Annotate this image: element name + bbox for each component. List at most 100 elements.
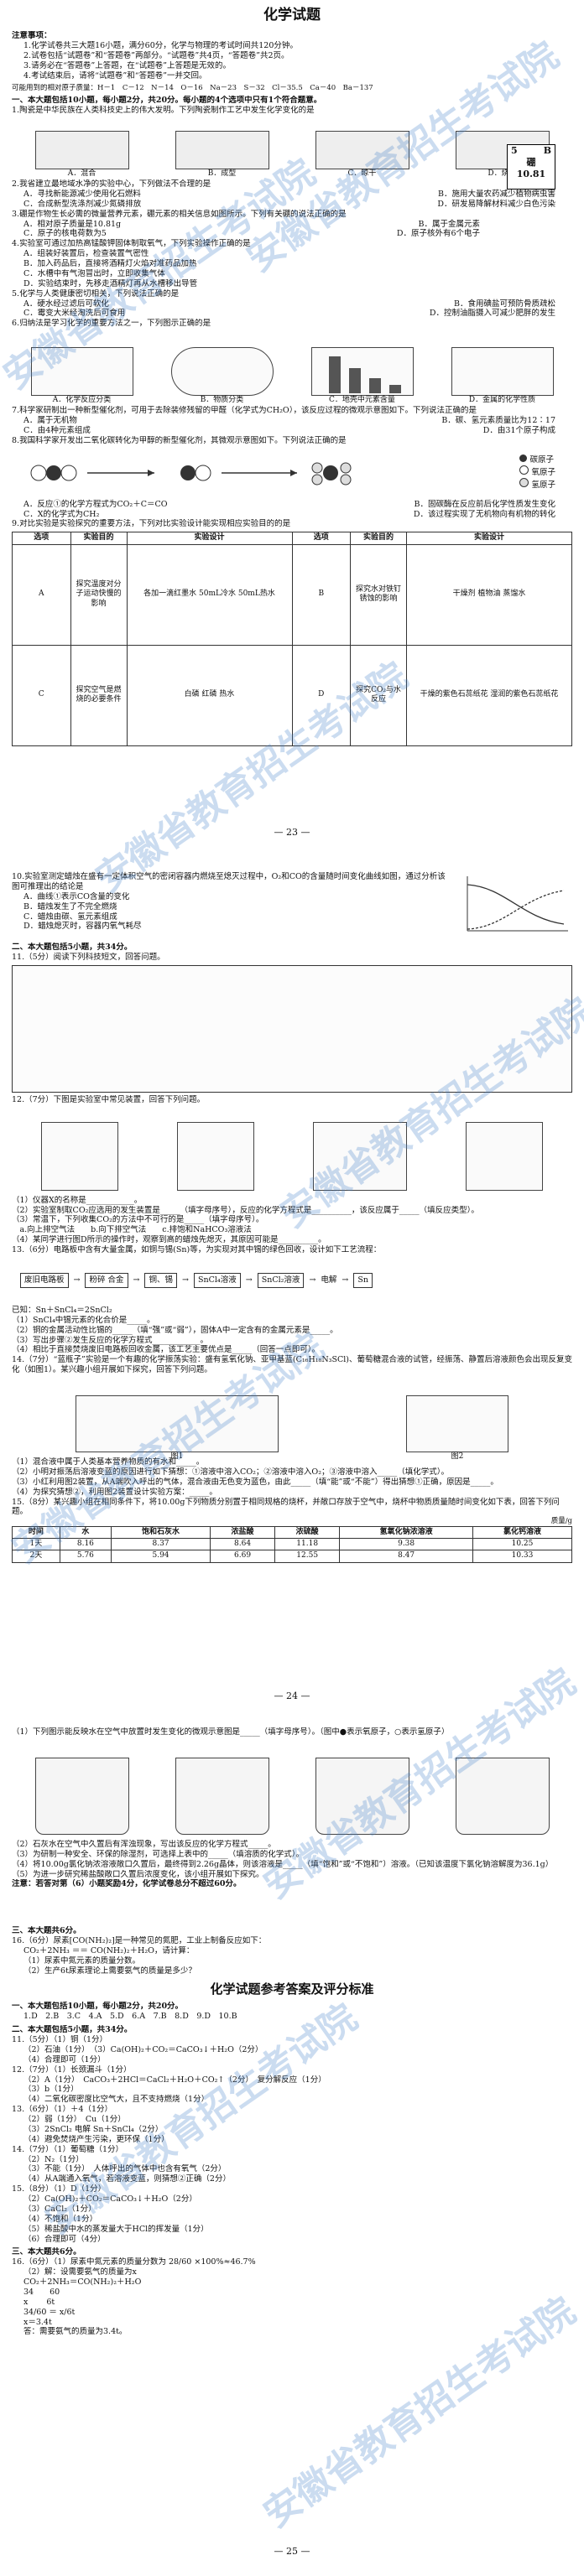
q1-pictures: A．混合 B．成型 C．晾干 D．烧结 — [12, 121, 572, 178]
apparatus-a — [41, 1121, 118, 1191]
q8-micro-diagram: 碳原子 氧原子 氢原子 — [12, 446, 572, 500]
answer-line: （2）A（1分） CaCO₃＋2HCl＝CaCl₂＋H₂O＋CO₂↑（2分） 复… — [23, 2075, 326, 2085]
mc-answers: 1.D 2.B 3.C 4.A 5.D 6.A 7.B 8.D 9.D 10.B — [23, 2012, 237, 2022]
metal-property-diagram: D．金属的化学性质 — [451, 347, 554, 404]
beaker-b — [175, 1757, 269, 1835]
option: D．控制油脂摄入可减少肥胖的发生 — [429, 309, 555, 319]
answer-line: （2）石油（1分） （3）Ca(OH)₂＋CO₂＝CaCO₃↓＋H₂O（2分） — [23, 2044, 263, 2054]
answer-line: （6）合理即可（4分） — [23, 2234, 106, 2244]
answer-line: 13.（6分）（1）＋4（1分） — [12, 2105, 113, 2115]
q16-solution: 16.（6分）（1）尿素中氮元素的质量分数为 28/60 ×100%≈46.7%… — [12, 2257, 572, 2337]
reaction-classification-diagram: A．化学反应分类 — [30, 347, 133, 404]
option: D．该过程实现了无机物向有机物的转化 — [413, 509, 555, 519]
arrow-right-icon: → — [133, 1275, 140, 1285]
oxygen-atom-icon — [519, 465, 529, 475]
answer-line: （2）Ca(OH)₂＋CO₂＝CaCO₃↓＋H₂O（2分） — [23, 2194, 197, 2204]
answer-line: （3）CaCl₂（1分） — [23, 2204, 96, 2214]
option: C．霉变大米经淘洗后可食用 — [23, 309, 126, 319]
q12-sub: （4）某同学进行图D所示的操作时，观察到高的蜡烛先熄灭，其原因可能是______… — [12, 1235, 326, 1245]
option: A．相对原子质量是10.81g — [23, 219, 122, 229]
q16-sub: （2）生产6t尿素理论上需要氨气的质量是多少？ — [23, 1966, 196, 1976]
hydrogen-atom-icon — [519, 478, 529, 488]
option: C．原子的核电荷数为5 — [23, 229, 107, 239]
crust-element-bar-diagram: C．地壳中元素含量 — [310, 347, 414, 404]
beaker-a — [34, 1757, 129, 1835]
question-14: 14.（7分）“蓝瓶子”实验是一个有趣的化学振荡实验：盛有氢氧化钠、亚甲基蓝(C… — [12, 1355, 573, 1375]
bonus-note: 注意：若答对第（6）小题奖励4分，化学试卷总分不超过60分。 — [12, 1879, 242, 1889]
q15-sub: （3）为研制一种安全、环保的除湿剂，可选择上表中的_____（填溶质的化学式）。 — [12, 1849, 305, 1859]
q14-sub: （4）为探究猜想②，利用图2装置设计实验方案：_____。 — [12, 1487, 217, 1497]
arrow-right-icon: → — [182, 1275, 189, 1285]
answer-line: （3）不能（1分） 人体呼出的气体中也含有氧气（2分） — [23, 2164, 227, 2174]
page-number: — 23 — — [274, 827, 310, 839]
option: A．组装好装置后，检查装置气密性 — [23, 249, 149, 259]
section-heading: 一、本大题包括10小题，每小题2分，共20分。每小题的4个选项中只有1个符合题意… — [12, 96, 322, 106]
option: A．属于无机物 — [23, 416, 77, 425]
blue-bottle-figure-1: 图1 — [76, 1395, 279, 1461]
carbon-atom-icon — [519, 454, 528, 463]
notice-line: 4.考试结束后，请将“试题卷”和“答题卷”一并交回。 — [23, 70, 207, 80]
solution-line: CO₂＋2NH₃＝CO(NH₂)₂＋H₂O — [23, 2277, 142, 2287]
question-9: 9.对比实验是实验探究的重要方法，下列对比实验设计能实现相应实验目的的是 — [12, 519, 291, 529]
option: D．实验结束时，先移走酒精灯再从水槽移出导管 — [23, 278, 198, 288]
arrow-right-icon: → — [245, 1275, 253, 1285]
option: B．固碳酶在反应前后化学性质发生变化 — [414, 499, 555, 509]
question-11: 11.（5分）阅读下列科技短文，回答问题。 — [12, 952, 165, 962]
q12-sub: （2）实验室制取CO₂应选用的发生装置是_____（填字母序号），反应的化学方程… — [12, 1205, 479, 1215]
option: B．碳、氢元素质量比为12∶17 — [441, 416, 555, 425]
arrow-right-icon: → — [73, 1275, 81, 1285]
option: A．硬水经过滤后可软化 — [23, 299, 109, 309]
q13-flowchart: 废旧电路板→ 粉碎 合金→ 铜、锡→ SnCl₄溶液→ SnCl₂溶液→ 电解→… — [12, 1255, 572, 1306]
q12-sub: a.向上排空气法 b.向下排空气法 c.排饱和NaHCO₃溶液法 — [12, 1225, 252, 1235]
answer-section: 三、本大题共6分。 — [12, 2247, 81, 2257]
question-7: 7.科学家研制出一种新型催化剂，可用于去除装修残留的甲醛（化学式为CH₂O），该… — [12, 406, 477, 416]
apparatus-c — [313, 1121, 407, 1191]
question-1: 1.陶瓷是中华民族在人类科技史上的伟大发明。下列陶瓷制作工艺中发生化学变化的是 — [12, 106, 315, 116]
answer-line: （3）2SnCl₂ 电解 Sn＋SnCl₄（2分） — [23, 2124, 164, 2134]
question-15: 15.（8分）某兴趣小组在相同条件下，将10.00g下列物质分别置于相同规格的烧… — [12, 1497, 560, 1517]
answer-line: （4）避免焚烧产生污染，更环保（1分） — [23, 2134, 169, 2144]
beaker-d — [455, 1757, 550, 1835]
notice-header: 注意事项： — [12, 31, 52, 41]
beaker-c — [315, 1757, 409, 1835]
option: B．蜡烛发生了不完全燃烧 — [23, 901, 117, 911]
section-heading: 三、本大题共6分。 — [12, 1926, 81, 1936]
q14-sub: （3）小红利用图2装置，从A端吹入呼出的气体，混合液由无色变为蓝色，由此____… — [12, 1477, 498, 1487]
q14-sub: （1）混合液中属于人类基本营养物质的有水和_____。 — [12, 1457, 205, 1467]
answer-key-title: 化学试题参考答案及评分标准 — [210, 1981, 374, 1997]
answer-line: 14.（7分）（1）葡萄糖（1分） — [12, 2144, 123, 2154]
q13-sub: （3）写出步骤②发生反应的化学方程式____________。 — [12, 1335, 209, 1345]
option: B．施用大量农药减少植物病虫害 — [438, 189, 555, 199]
answer-line: （2）弱（1分） Cu（1分） — [23, 2115, 126, 2124]
question-8: 8.我国科学家开发出二氧化碳转化为甲醇的新型催化剂，其微观示意图如下。下列说法正… — [12, 435, 347, 445]
question-12: 12.（7分）下图是实验室中常见装置，回答下列问题。 — [12, 1094, 206, 1104]
notice-line: 2.试卷包括“试题卷”和“答题卷”两部分。“试题卷”共4页，“答题卷”共2页。 — [23, 51, 289, 60]
answer-line: （2）N₂（1分） — [23, 2154, 84, 2164]
option: A．曲线①表示CO含量的变化 — [23, 891, 130, 901]
option: C．蜡烛由碳、氢元素组成 — [23, 911, 117, 922]
exam-title: 化学试题 — [263, 7, 321, 23]
question-13: 13.（6分）电路板中含有大量金属，如铜与锡(Sn)等，为实现对其中锡的绿色回收… — [12, 1245, 382, 1254]
pottery-shaping-image: B．成型 — [175, 131, 269, 178]
bar-icon — [328, 356, 401, 394]
option: B．食用碘盐可预防骨质疏松 — [454, 299, 555, 309]
option: C．合成新型洗涤剂减少氮磷排放 — [23, 199, 142, 209]
answer-line: （4）不饱和（1分） — [23, 2214, 98, 2224]
option: D．原子核外有6个电子 — [396, 229, 480, 239]
solution-line: x 6t — [23, 2297, 55, 2307]
q12-apparatus — [12, 1110, 572, 1191]
arrow-right-icon: → — [342, 1275, 349, 1285]
option: C．由4种元素组成 — [23, 425, 91, 435]
o2-co-curve-graph — [467, 876, 568, 932]
q13-sub: （2）铜的金属活动性比锡的_____（填“强”或“弱”），固体A中一定含有的金属… — [12, 1325, 338, 1335]
exam-page-1: 化学试题 注意事项： 1.化学试卷共三大题16小题，满分60分，化学与物理的考试… — [12, 0, 572, 847]
apparatus-b — [177, 1121, 254, 1191]
answer-line: （4）合理即可（1分） — [23, 2054, 106, 2064]
answer-line: （4）二氧化碳密度比空气大，且不支持燃烧（1分） — [23, 2095, 210, 2105]
q15-sub: （5）为进一步研究稀盐酸敞口久置后浓度变化，该小组开展如下探究。 — [12, 1869, 264, 1879]
option: D．研发易降解材料减少白色污染 — [437, 199, 555, 209]
option: B．加入药品后，直接将酒精灯火焰对准药品加热 — [23, 259, 197, 268]
